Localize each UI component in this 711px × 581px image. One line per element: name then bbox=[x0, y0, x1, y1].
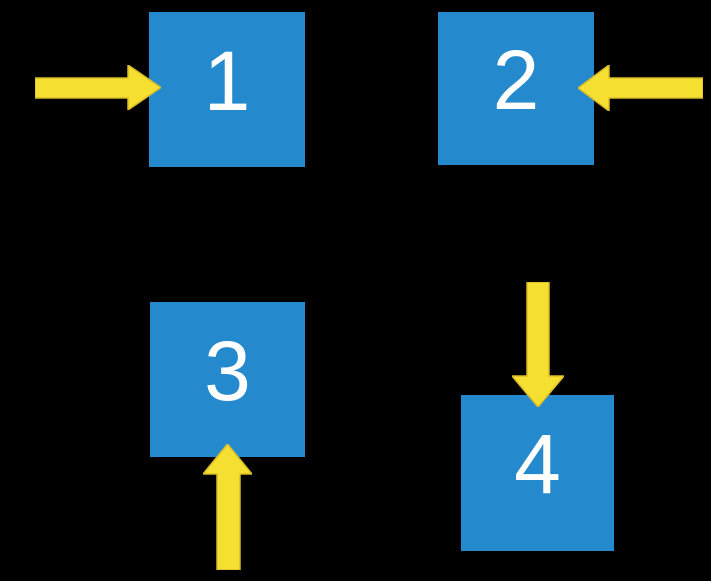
square-2[interactable]: 2 bbox=[438, 12, 594, 165]
square-2-label: 2 bbox=[492, 32, 540, 127]
arrow-left-icon bbox=[578, 65, 703, 111]
square-3[interactable]: 3 bbox=[150, 302, 305, 457]
square-4-label: 4 bbox=[514, 417, 561, 511]
arrow-right-icon bbox=[35, 65, 161, 110]
arrow-up-icon bbox=[203, 444, 252, 570]
square-3-label: 3 bbox=[204, 323, 251, 418]
arrow-down-icon bbox=[512, 282, 564, 407]
square-4[interactable]: 4 bbox=[461, 395, 614, 551]
square-1[interactable]: 1 bbox=[149, 12, 305, 167]
square-1-label: 1 bbox=[203, 33, 251, 128]
